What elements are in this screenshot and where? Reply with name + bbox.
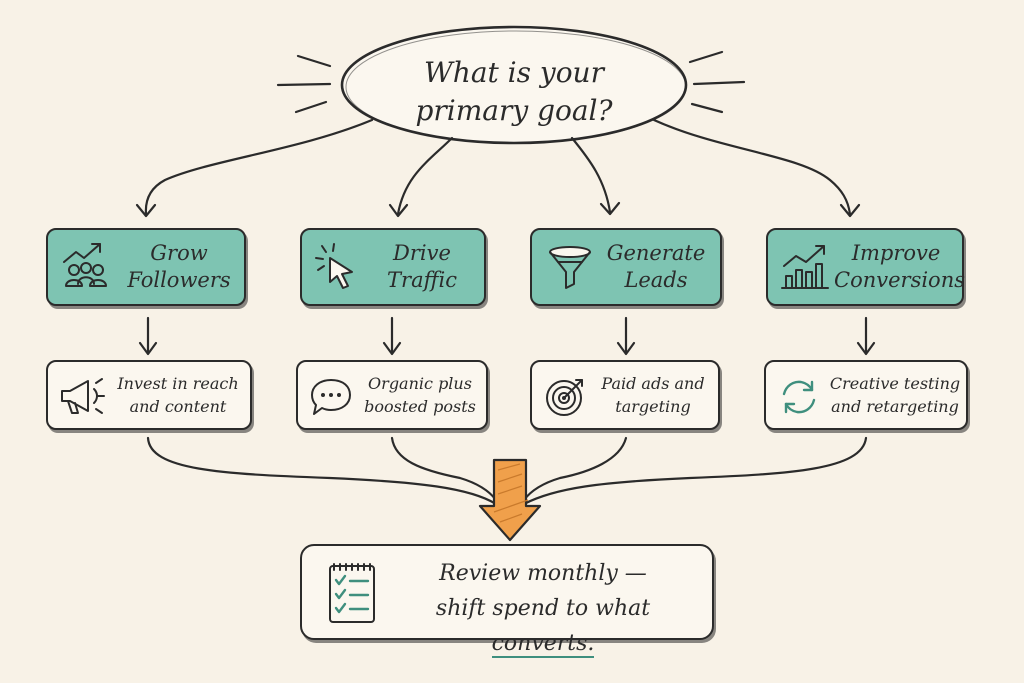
tactic-box-organic-boosted: Organic plus boosted posts — [296, 360, 488, 430]
review-box — [300, 544, 714, 640]
question-line-2: primary goal? — [415, 94, 613, 127]
tactic-label-line-1: Paid ads and — [601, 374, 705, 393]
bar-chart-growth-icon — [781, 245, 829, 289]
goal-label-line-1: Grow — [150, 241, 208, 265]
tactic-label-line-2: and retargeting — [831, 397, 959, 416]
emphasis-rays — [276, 50, 746, 114]
goal-box-drive-traffic: Drive Traffic — [300, 228, 486, 306]
tactic-label-line-1: Invest in reach — [117, 374, 239, 393]
goal-label-line-1: Generate — [606, 241, 706, 265]
tactic-label-line-2: boosted posts — [364, 397, 476, 416]
review-highlight-converts: converts. — [491, 631, 595, 658]
growth-people-icon — [63, 243, 107, 287]
review-line-2-part-a: shift spend to what — [435, 596, 651, 621]
converge-line-1 — [146, 436, 498, 506]
checklist-icon — [329, 563, 375, 623]
review-message: Review monthly — shift spend to what con… — [388, 556, 698, 661]
orange-down-arrow — [478, 458, 542, 542]
tactic-label-line-1: Creative testing — [829, 374, 961, 393]
goal-label-line-1: Drive — [393, 241, 451, 265]
branch-arrow-2 — [396, 136, 454, 216]
chat-bubble-icon — [311, 379, 351, 415]
funnel-icon — [549, 246, 591, 289]
review-line-1: Review monthly — — [439, 561, 647, 586]
tactic-label-line-2: targeting — [615, 397, 691, 416]
goal-label-line-2: Followers — [127, 268, 231, 292]
converge-line-3 — [522, 436, 628, 502]
tactic-box-creative-retargeting: Creative testing and retargeting — [764, 360, 968, 430]
refresh-cycle-icon — [782, 380, 816, 414]
review-line-2: shift spend to what converts. — [388, 591, 698, 661]
goal-label-line-2: Conversions — [834, 268, 966, 292]
megaphone-icon — [61, 378, 105, 414]
goal-box-generate-leads: Generate Leads — [530, 228, 722, 306]
tactic-label-line-1: Organic plus — [368, 374, 472, 393]
converge-line-2 — [390, 436, 498, 502]
tactic-box-reach-content: Invest in reach and content — [46, 360, 252, 430]
goal-label-line-2: Leads — [624, 268, 688, 292]
question-line-1: What is your — [424, 56, 604, 89]
goal-label-line-2: Traffic — [387, 268, 457, 292]
tactic-box-paid-targeting: Paid ads and targeting — [530, 360, 720, 430]
goal-label-line-1: Improve — [851, 241, 941, 265]
branch-arrow-1 — [144, 118, 374, 216]
tactic-label-line-2: and content — [129, 397, 227, 416]
question-title: What is your primary goal? — [368, 54, 660, 130]
goal-box-improve-conversions: Improve Conversions — [766, 228, 966, 306]
cursor-click-icon — [315, 243, 353, 289]
target-icon — [546, 379, 583, 416]
branch-arrow-3 — [570, 136, 612, 214]
branch-arrow-4 — [652, 118, 852, 216]
goal-box-grow-followers: Grow Followers — [46, 228, 246, 306]
converge-line-4 — [522, 436, 868, 506]
